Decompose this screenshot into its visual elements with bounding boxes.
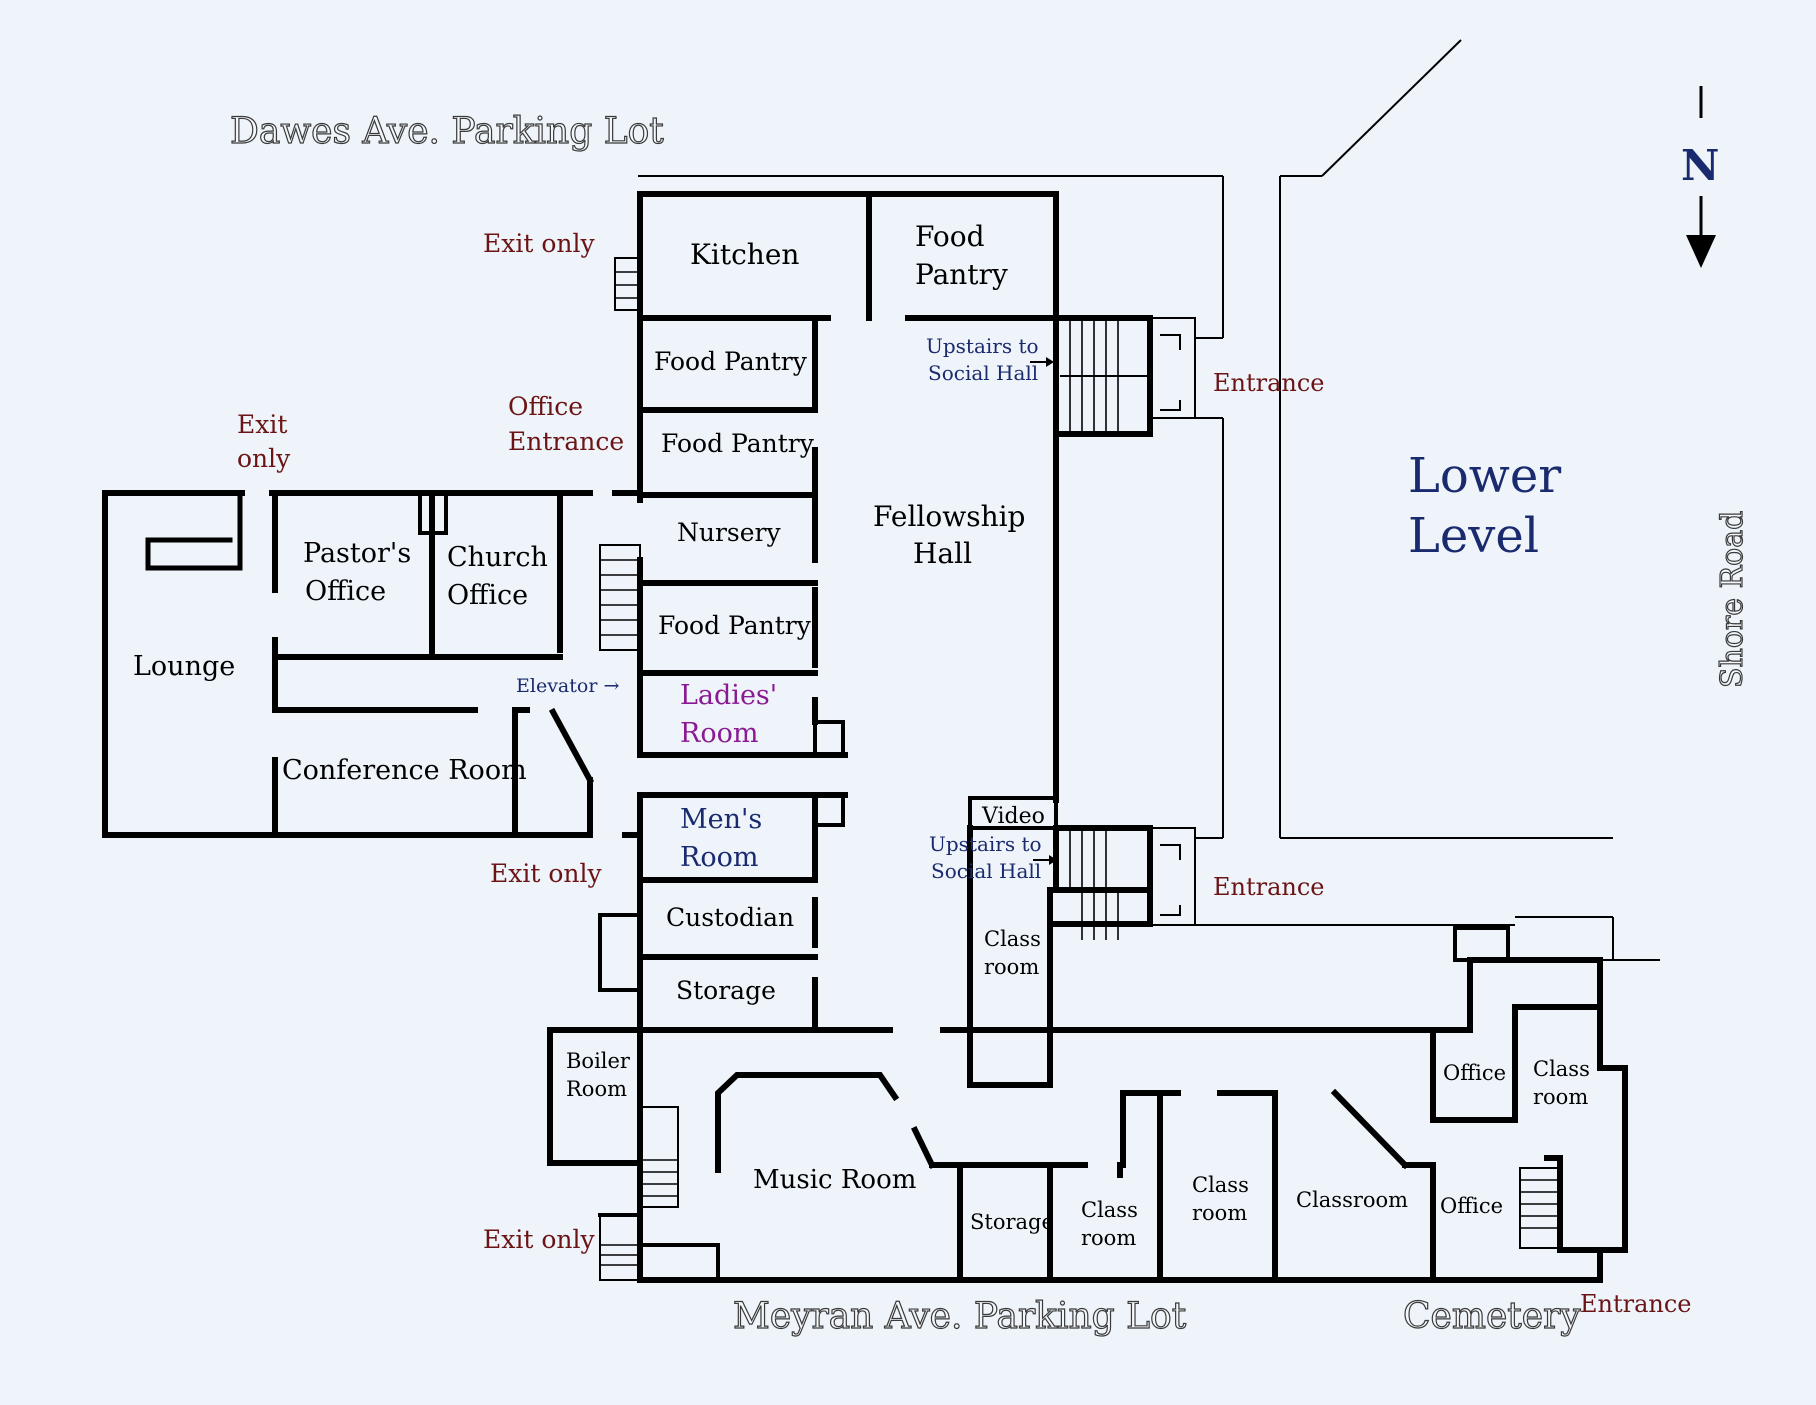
upstairs-mid-label-1: Upstairs to (929, 832, 1042, 856)
upstairs-top-label-1: Upstairs to (926, 334, 1039, 358)
pointer-arrow-icon (1030, 357, 1057, 865)
elevator-label: Elevator → (516, 675, 619, 697)
exit-only-top-label: Exit only (483, 229, 595, 258)
church-office-label-1: Church (447, 542, 548, 573)
exit-only-mid-label: Exit only (490, 859, 602, 888)
fellowship-hall-label-1: Fellowship (873, 500, 1025, 533)
exit-only-left-label-1: Exit (237, 410, 287, 439)
site-boundary-lines (638, 39, 1660, 961)
food-pantry-2-label: Food Pantry (661, 429, 815, 458)
vestibules (1150, 317, 1223, 926)
north-arrow-icon (1686, 86, 1716, 268)
class-b-label-2: room (1192, 1201, 1247, 1225)
shore-road-label: Shore Road (1715, 511, 1750, 688)
exit-only-bottom-label: Exit only (483, 1225, 595, 1254)
ladies-room-label-1: Ladies' (680, 680, 777, 711)
boiler-room-label-2: Room (566, 1077, 627, 1101)
nursery-label: Nursery (677, 518, 782, 547)
office-upper-label: Office (1443, 1061, 1506, 1085)
exit-only-left-label-2: only (237, 444, 291, 473)
kitchen-label: Kitchen (690, 238, 799, 271)
boiler-room-label-1: Boiler (566, 1049, 631, 1073)
entrance-bottom-label: Entrance (1580, 1290, 1692, 1318)
office-entrance-label-1: Office (508, 392, 583, 421)
pastors-office-label-1: Pastor's (303, 538, 411, 569)
office-lower-label: Office (1440, 1194, 1503, 1218)
pastors-office-label-2: Office (305, 576, 386, 607)
storage-2-label: Storage (970, 1210, 1054, 1234)
ladies-room-label-2: Room (680, 718, 758, 749)
conference-room-label: Conference Room (282, 755, 527, 786)
class-a-label-2: room (1081, 1226, 1136, 1250)
custodian-label: Custodian (666, 903, 794, 932)
cemetery-label: Cemetery (1403, 1296, 1581, 1337)
lower-level-title-1: Lower (1408, 448, 1561, 504)
classroom-label: Classroom (1296, 1188, 1408, 1212)
stairs-icon (599, 257, 1561, 1281)
north-label: N (1681, 141, 1719, 190)
fellowship-hall-label-2: Hall (913, 537, 972, 570)
music-room-label: Music Room (753, 1165, 916, 1195)
food-pantry-top-label-2: Pantry (915, 258, 1008, 291)
class-b-label-1: Class (1192, 1173, 1249, 1197)
class-right-label-2: room (1533, 1085, 1588, 1109)
office-entrance-label-2: Entrance (508, 427, 624, 456)
annotations: Exit only Exit only Office Entrance Elev… (237, 229, 1692, 1318)
entrance-top-label: Entrance (1213, 369, 1325, 397)
storage-label: Storage (676, 976, 776, 1005)
class-a-label-1: Class (1081, 1198, 1138, 1222)
mens-room-label-1: Men's (680, 804, 762, 835)
dawes-lot-label: Dawes Ave. Parking Lot (230, 111, 664, 152)
church-office-label-2: Office (447, 580, 528, 611)
building-walls (102, 191, 1628, 1283)
upstairs-mid-label-2: Social Hall (931, 859, 1041, 883)
lower-level-title-2: Level (1408, 508, 1539, 564)
video-label: Video (981, 804, 1045, 829)
meyran-lot-label: Meyran Ave. Parking Lot (733, 1296, 1187, 1337)
room-labels: Kitchen Food Pantry Food Pantry Food Pan… (133, 220, 1590, 1250)
classroom-left-label-1: Class (984, 927, 1041, 951)
lounge-label: Lounge (133, 651, 235, 682)
food-pantry-1-label: Food Pantry (654, 347, 808, 376)
entrance-mid-label: Entrance (1213, 873, 1325, 901)
mens-room-label-2: Room (680, 842, 758, 873)
upstairs-top-label-2: Social Hall (928, 361, 1038, 385)
classroom-left-label-2: room (984, 955, 1039, 979)
class-right-label-1: Class (1533, 1057, 1590, 1081)
food-pantry-top-label-1: Food (915, 220, 985, 253)
food-pantry-3-label: Food Pantry (658, 611, 812, 640)
